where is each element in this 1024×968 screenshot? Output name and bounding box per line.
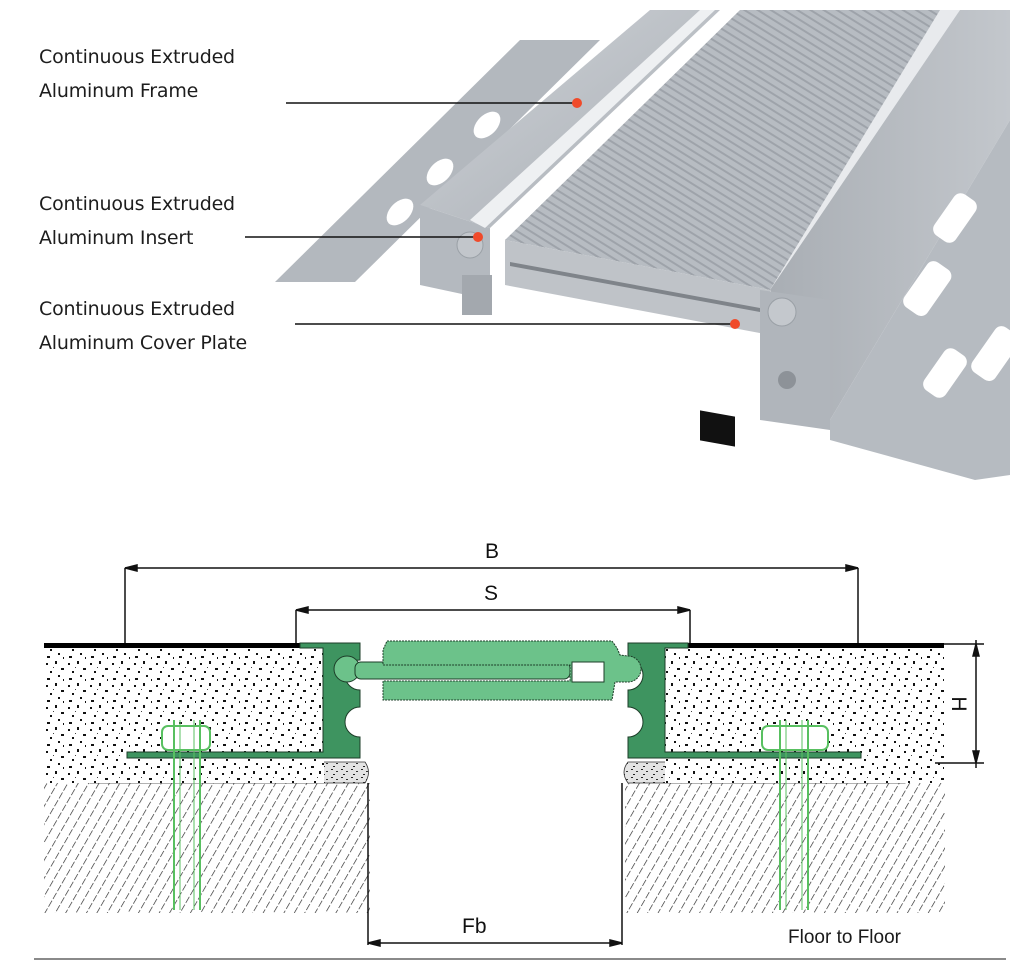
callout-frame: Continuous Extruded Aluminum Frame: [39, 40, 235, 108]
dimension-fb: [367, 783, 623, 947]
cross-section-drawing: B S H Fb Floor to Floor: [34, 540, 1006, 960]
right-anchor-flange: [830, 120, 1020, 480]
dimension-h-label: H: [947, 696, 970, 711]
dimension-s-label: S: [484, 582, 498, 605]
dimension-h: [935, 640, 984, 768]
dimension-b: [124, 564, 859, 643]
concrete-left: [44, 647, 324, 783]
callout-dot-insert: [473, 232, 483, 242]
product-render: [245, 10, 1020, 480]
callout-insert-line1: Continuous Extruded: [39, 193, 235, 215]
callout-dot-cover-plate: [730, 319, 740, 329]
cover-plate-slot: [571, 661, 605, 683]
dimension-fb-label: Fb: [462, 915, 487, 938]
dimension-s: [295, 606, 691, 643]
substrate-left: [44, 783, 370, 913]
cover-plate: [382, 640, 642, 701]
dimension-b-label: B: [485, 540, 499, 563]
anchor-bolt-left: [161, 720, 211, 910]
concrete-right: [665, 647, 945, 783]
right-frame: [760, 10, 1010, 430]
callout-frame-line1: Continuous Extruded: [39, 46, 235, 68]
floor-surface-right: [688, 643, 944, 648]
left-anchor-flange: [275, 40, 600, 282]
callout-insert: Continuous Extruded Aluminum Insert: [39, 187, 235, 255]
callout-cover-plate-line1: Continuous Extruded: [39, 298, 235, 320]
substrate-right: [625, 783, 945, 913]
callout-insert-line2: Aluminum Insert: [39, 227, 194, 249]
anchor-bolt-right: [761, 720, 829, 910]
callout-cover-plate: Continuous Extruded Aluminum Cover Plate: [39, 292, 247, 360]
callout-dot-frame: [572, 98, 582, 108]
callout-frame-line2: Aluminum Frame: [39, 80, 199, 102]
floor-surface-left: [44, 643, 300, 648]
callout-cover-plate-line2: Aluminum Cover Plate: [39, 332, 247, 354]
aluminum-frame: [420, 10, 720, 315]
floor-to-floor-caption: Floor to Floor: [788, 927, 902, 948]
